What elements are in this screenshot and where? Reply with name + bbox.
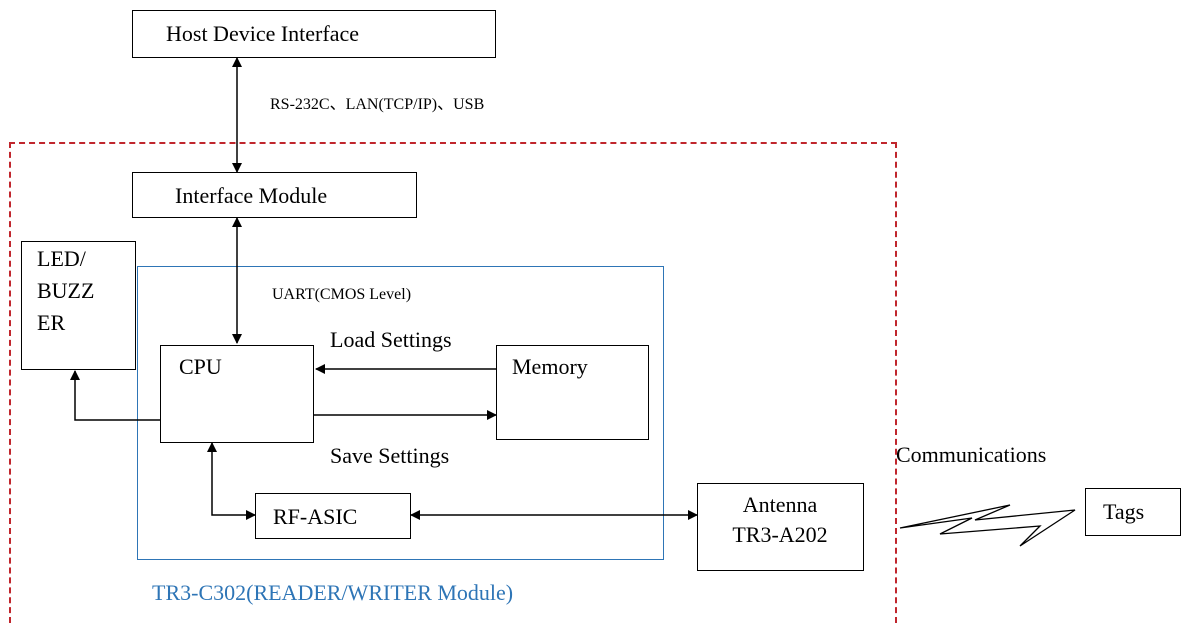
- cpu-led-link: [70, 370, 160, 421]
- save-settings-label: Save Settings: [330, 443, 450, 468]
- host-device-interface-box: Host Device Interface: [132, 10, 496, 58]
- memory-label: Memory: [512, 354, 588, 379]
- tags-label: Tags: [1103, 499, 1145, 524]
- cpu-label: CPU: [179, 354, 222, 379]
- memory-box: Memory: [496, 345, 649, 440]
- host-link-protocols-label: RS-232C、LAN(TCP/IP)、USB: [270, 96, 485, 113]
- cpu-rfasic-link: [207, 442, 256, 520]
- cpu-box: CPU: [160, 345, 314, 443]
- host-device-interface-label: Host Device Interface: [166, 21, 360, 46]
- antenna-label-line2: TR3-A202: [732, 522, 828, 547]
- led-buzzer-label-line1: LED/: [37, 246, 86, 271]
- led-buzzer-label-line2: BUZZ: [37, 278, 95, 303]
- reader-writer-module-border: [137, 266, 664, 560]
- uart-label: UART(CMOS Level): [272, 286, 412, 303]
- reader-enclosure-dashed-border: [9, 142, 897, 623]
- antenna-box: Antenna TR3-A202: [697, 483, 864, 571]
- antenna-label-line1: Antenna: [742, 492, 818, 517]
- led-buzzer-box: LED/ BUZZ ER: [21, 241, 136, 370]
- rf-asic-label: RF-ASIC: [273, 504, 358, 529]
- interface-module-label: Interface Module: [175, 183, 328, 208]
- wireless-lightning-icon: [899, 504, 1076, 547]
- communications-label: Communications: [896, 442, 1047, 467]
- load-settings-label: Load Settings: [330, 327, 452, 352]
- module-caption: TR3-C302(READER/WRITER Module): [152, 580, 514, 605]
- led-buzzer-label-line3: ER: [37, 310, 66, 335]
- tags-box: Tags: [1085, 488, 1181, 536]
- interface-module-box: Interface Module: [132, 172, 417, 218]
- rf-asic-box: RF-ASIC: [255, 493, 411, 539]
